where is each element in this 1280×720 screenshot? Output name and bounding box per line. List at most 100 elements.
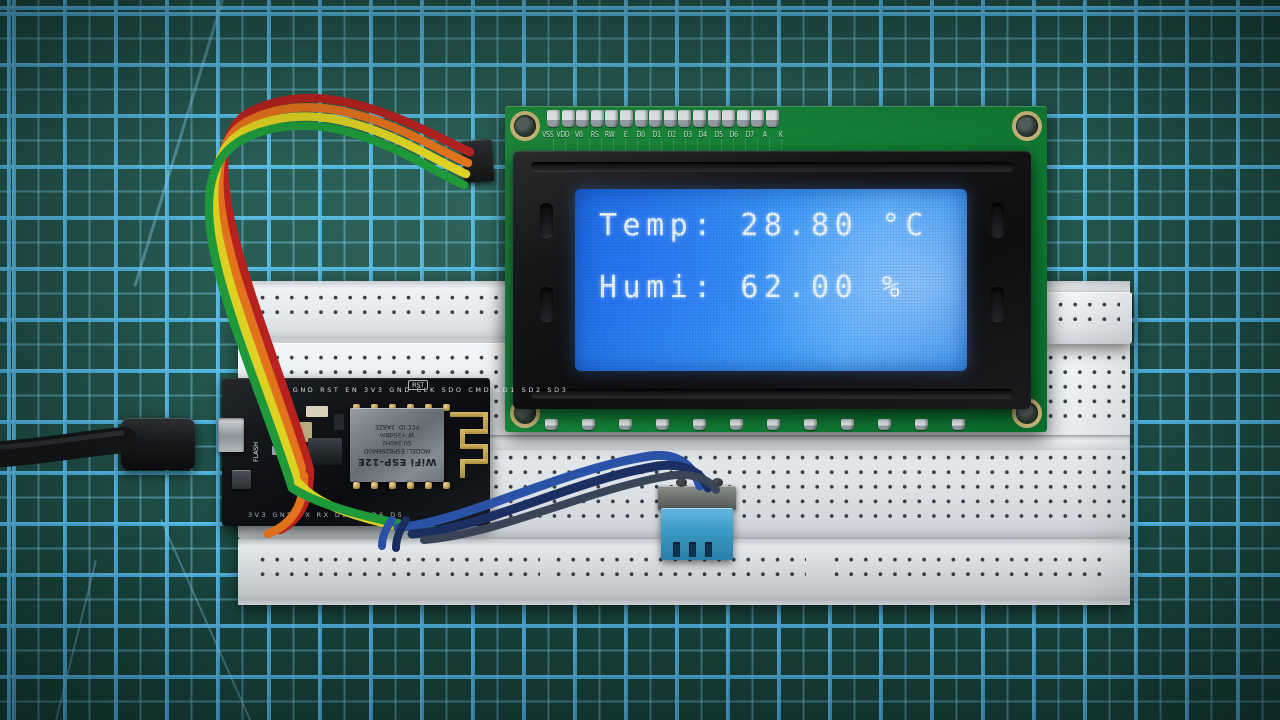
lcd-pin <box>663 110 677 127</box>
breadboard-holes <box>260 295 540 324</box>
lcd-pin-label: D3 <box>683 130 692 139</box>
lcd-pin-label: D7 <box>745 130 754 139</box>
pin-label: D7 <box>353 511 368 519</box>
module-pad <box>443 482 450 489</box>
smd-component <box>306 406 328 417</box>
lcd-line-2: Humi: 62.00 % <box>599 270 906 305</box>
flash-button-label: FLASH <box>252 442 260 462</box>
lcd-pin-label: D2 <box>667 130 676 139</box>
lcd-pin-label: V0 <box>575 130 583 139</box>
pcb-mounting-hole <box>514 115 536 137</box>
lcd-screen: Temp: 28.80 °C Humi: 62.00 % <box>575 189 967 371</box>
lcd-pin-label-row: VSS VDD V0 RS RW E D0 D1 D2 D3 D4 D5 D6 … <box>540 130 788 139</box>
lcd-pin-label: K <box>778 130 783 139</box>
smd-component <box>284 458 294 467</box>
solder-joint <box>694 478 705 487</box>
breadboard-holes <box>1058 302 1120 331</box>
lcd-pin <box>678 110 692 127</box>
lcd-pin <box>730 419 743 430</box>
lcd-pin <box>692 110 706 127</box>
pin-label: SD1 <box>495 386 517 394</box>
bezel-notch <box>540 203 553 237</box>
pcb-mounting-hole <box>1016 115 1038 137</box>
breadboard-holes <box>260 557 540 586</box>
pin-label: RST <box>320 386 341 394</box>
smd-component <box>334 414 344 430</box>
module-name: ESP-12E <box>357 455 407 467</box>
lcd-pin <box>619 419 632 430</box>
lcd-pin <box>693 419 706 430</box>
nodemcu-bottom-pin-labels: 3V3 GND TX RX D8 D7 D6 D5 <box>248 511 404 519</box>
nodemcu-board: Vin GND RST EN 3V3 GND CLK SDO CMD SD1 S… <box>218 378 566 526</box>
solder-joint <box>676 478 687 487</box>
esp12e-module: WiFi ESP-12E MODEL: ESP8266MOD SU 240Hz … <box>350 408 444 482</box>
module-brand: WiFi <box>410 455 437 467</box>
breadboard-right-segment <box>1046 292 1132 344</box>
module-pad <box>371 482 378 489</box>
lcd-pin-label: VDD <box>556 130 570 139</box>
pin-label: SDO <box>441 386 464 394</box>
bezel-notch <box>991 287 1004 321</box>
lcd-pin-label: D1 <box>652 130 661 139</box>
dht11-sensor <box>661 508 733 560</box>
lcd-pin-label: RS <box>590 130 599 139</box>
lcd-module-pcb: VSS VDD V0 RS RW E D0 D1 D2 D3 D4 D5 D6 … <box>505 106 1047 432</box>
lcd-pin <box>656 419 669 430</box>
module-line: MODEL: ESP8266MOD <box>363 447 431 455</box>
esp12e-marking: WiFi ESP-12E MODEL: ESP8266MOD SU 240Hz … <box>350 408 444 482</box>
pin-label: 3V3 <box>248 511 268 519</box>
pin-label: GND <box>292 386 316 394</box>
pin-label: TX <box>298 511 313 519</box>
ribbon-connector <box>461 139 495 183</box>
lcd-bottom-header <box>545 419 965 430</box>
lcd-pin <box>561 110 575 127</box>
lcd-pin <box>634 110 648 127</box>
module-pad <box>389 482 396 489</box>
lcd-pin-header <box>547 110 779 127</box>
lcd-pin <box>804 419 817 430</box>
lcd-pin <box>765 110 779 127</box>
lcd-pin <box>545 419 558 430</box>
lcd-pin <box>767 419 780 430</box>
flash-button[interactable] <box>232 470 251 489</box>
lcd-pin <box>952 419 965 430</box>
bezel-notch <box>991 203 1004 237</box>
module-line: FCC ID: 2ABZE <box>375 423 419 431</box>
lcd-pin <box>649 110 663 127</box>
pin-label: D5 <box>390 511 405 519</box>
lcd-text-area: Temp: 28.80 °C Humi: 62.00 % <box>575 189 967 371</box>
header-pad <box>443 404 450 411</box>
module-pad <box>425 482 432 489</box>
pin-label: SD3 <box>547 386 569 394</box>
smd-regulator <box>308 438 342 465</box>
pin-label: EN <box>345 386 360 394</box>
smd-component <box>272 446 284 455</box>
lcd-pin-label: D0 <box>636 130 646 139</box>
lcd-pin <box>547 110 560 127</box>
lcd-pin-label: D6 <box>729 130 738 139</box>
dht-vent-slot <box>689 542 696 557</box>
lcd-pin <box>841 419 854 430</box>
lcd-pin <box>736 110 750 127</box>
lcd-pin <box>878 419 891 430</box>
module-pad <box>353 482 360 489</box>
usb-cable-plug <box>121 418 195 470</box>
lcd-pin-label: VSS <box>542 130 554 139</box>
pin-label: CMD <box>468 386 492 394</box>
smd-component <box>278 422 291 431</box>
pcb-antenna-icon <box>450 412 490 478</box>
pin-label: Vin <box>270 386 289 394</box>
bezel-groove-top <box>531 162 1013 171</box>
pin-label: GND <box>272 511 295 519</box>
module-line: SU 240Hz <box>382 439 412 447</box>
dht-vent-slot <box>705 542 712 557</box>
lcd-pin <box>582 419 595 430</box>
pin-label: D6 <box>371 511 386 519</box>
module-line: W +25dBm <box>379 431 415 439</box>
lcd-pin-label: D5 <box>714 130 723 139</box>
lcd-pin <box>576 110 590 127</box>
lcd-pin <box>915 419 928 430</box>
lcd-pin <box>619 110 633 127</box>
micro-usb-port[interactable] <box>218 418 244 452</box>
